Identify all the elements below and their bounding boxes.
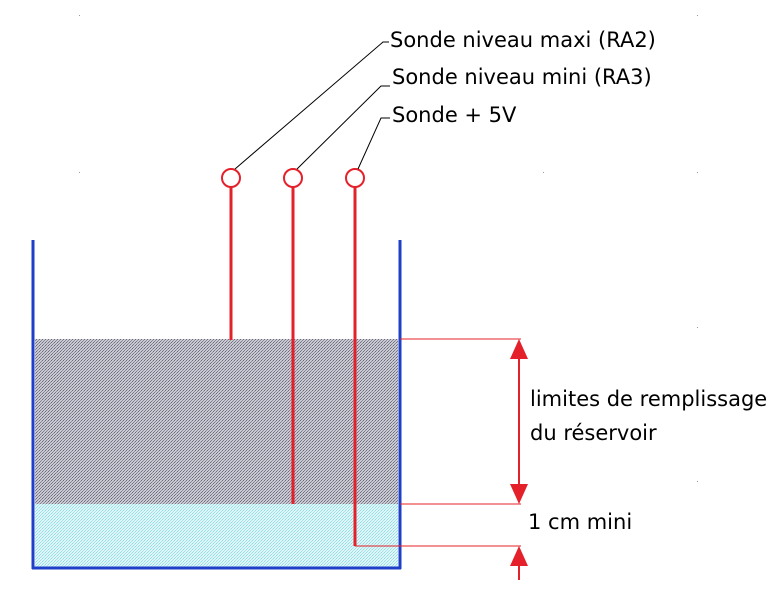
- grid-marks: [79, 15, 698, 482]
- probe-max-terminal: [221, 168, 241, 188]
- probe-min-terminal: [283, 168, 303, 188]
- leader-probe-max: [234, 41, 389, 170]
- probe-min: [283, 168, 303, 504]
- leader-probe-5v: [357, 117, 390, 170]
- probe-5v: [345, 168, 365, 546]
- label-fill-limits-line1: limites de remplissage: [530, 387, 768, 411]
- fill-limits-dimension: [510, 339, 528, 504]
- label-min-distance: 1 cm mini: [528, 510, 633, 534]
- label-probe-min: Sonde niveau mini (RA3): [392, 65, 652, 89]
- dimension-extensions: [355, 338, 521, 547]
- label-probe-5v: Sonde + 5V: [392, 103, 517, 127]
- min-distance-dimension: [510, 546, 528, 580]
- leader-lines: [234, 41, 390, 170]
- label-probe-max: Sonde niveau maxi (RA2): [390, 28, 656, 52]
- tank: [31, 240, 402, 570]
- label-fill-limits-line2: du réservoir: [530, 421, 657, 445]
- lower-fill-zone: [35, 504, 398, 568]
- min-distance-arrow-up: [510, 546, 528, 566]
- upper-fill-zone: [35, 339, 398, 504]
- fill-limits-arrow-down: [510, 484, 528, 504]
- probe-max: [221, 168, 241, 340]
- fill-limits-arrow-up: [510, 339, 528, 359]
- leader-probe-min: [296, 85, 390, 170]
- probe-5v-terminal: [345, 168, 365, 188]
